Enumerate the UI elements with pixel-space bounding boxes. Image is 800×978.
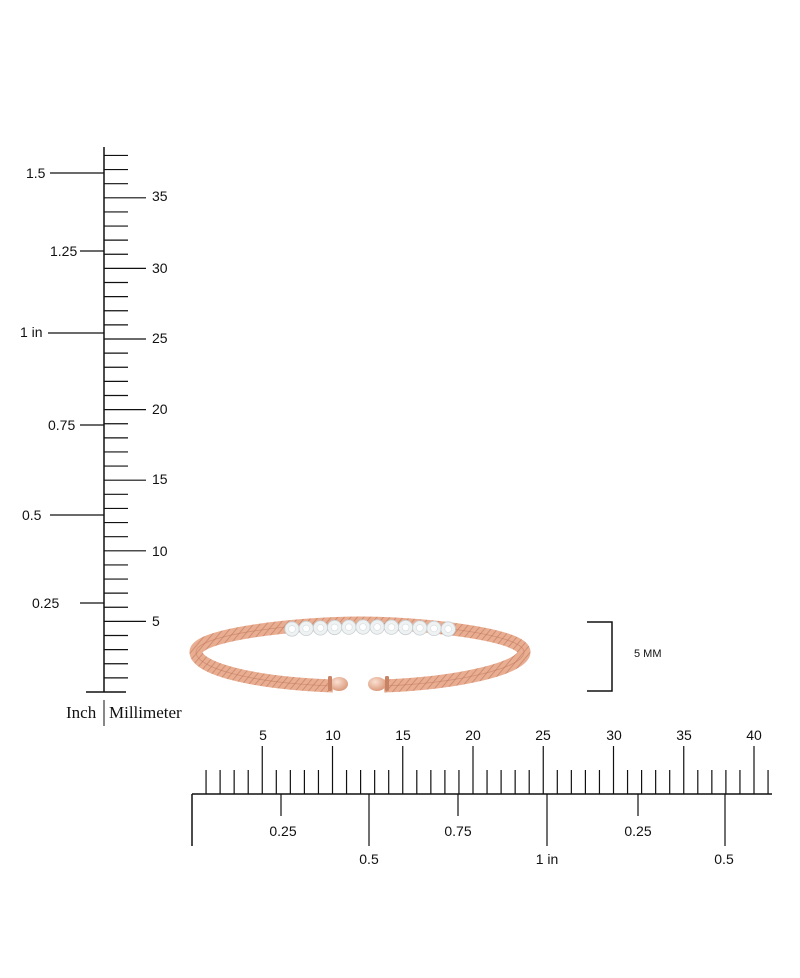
h-mm-label-40: 40 (746, 727, 762, 743)
h-mm-label-30: 30 (606, 727, 622, 743)
inch-title: Inch (66, 703, 97, 722)
bracket-label: 5 MM (634, 648, 662, 660)
vertical-mm-ticks (104, 154, 146, 679)
diamond-stone (284, 621, 300, 637)
h-mm-label-5: 5 (259, 727, 267, 743)
vertical-ruler: 0.25 0.5 0.75 1 in 1.25 1.5 5 10 15 20 2… (20, 147, 182, 726)
v-mm-label-30: 30 (152, 260, 168, 276)
bracelet-end-ball-right (368, 677, 386, 691)
h-mm-label-25: 25 (535, 727, 551, 743)
v-mm-label-35: 35 (152, 188, 168, 204)
h-mm-label-35: 35 (676, 727, 692, 743)
diamond-stone (326, 619, 343, 636)
v-inch-label-1-in: 1 in (20, 324, 43, 340)
h-mm-label-20: 20 (465, 727, 481, 743)
bracket-line (587, 621, 613, 692)
v-inch-label-0-75: 0.75 (48, 417, 75, 433)
bracelet-image (189, 616, 531, 693)
bracelet-end-collar-right (385, 676, 389, 691)
v-mm-label-10: 10 (152, 543, 168, 559)
v-mm-label-25: 25 (152, 330, 168, 346)
diamond-stone (426, 620, 442, 637)
h-mm-label-10: 10 (325, 727, 341, 743)
h-inch-label-0-5: 0.5 (359, 851, 379, 867)
diamond-stone (312, 620, 328, 636)
h-inch-label-0-25: 0.25 (269, 823, 296, 839)
v-inch-label-1-5: 1.5 (26, 165, 46, 181)
v-inch-label-1-25: 1.25 (50, 243, 77, 259)
v-mm-label-5: 5 (152, 613, 160, 629)
diamond-stone (298, 620, 314, 637)
v-inch-label-0-25: 0.25 (32, 595, 59, 611)
vertical-inch-ticks (48, 172, 104, 604)
bracelet-end-ball-left (330, 677, 348, 691)
horizontal-ruler: 5 10 15 20 25 30 35 40 0.25 0.5 0.75 1 i… (191, 727, 772, 867)
diamond-station (284, 619, 456, 637)
diamond-stone (341, 619, 357, 635)
diamond-stone (412, 620, 428, 636)
horizontal-inch-ticks (280, 794, 726, 846)
dimension-bracket: 5 MM (587, 621, 662, 692)
h-inch-label-1-in: 1 in (536, 851, 559, 867)
h-inch-label-0-75: 0.75 (444, 823, 471, 839)
diamond-stone (369, 619, 385, 635)
bracelet-end-collar-left (328, 676, 332, 691)
v-mm-label-20: 20 (152, 401, 168, 417)
diamond-stone (355, 619, 371, 635)
diamond-stone (397, 619, 414, 636)
h-mm-label-15: 15 (395, 727, 411, 743)
diamond-stone (440, 621, 456, 637)
horizontal-mm-ticks (205, 746, 769, 794)
v-mm-label-15: 15 (152, 471, 168, 487)
h-inch-label-1-25: 0.25 (624, 823, 651, 839)
millimeter-title: Millimeter (109, 703, 182, 722)
diamond-stone (383, 619, 399, 635)
h-inch-label-1-5: 0.5 (714, 851, 734, 867)
v-inch-label-0-5: 0.5 (22, 507, 42, 523)
